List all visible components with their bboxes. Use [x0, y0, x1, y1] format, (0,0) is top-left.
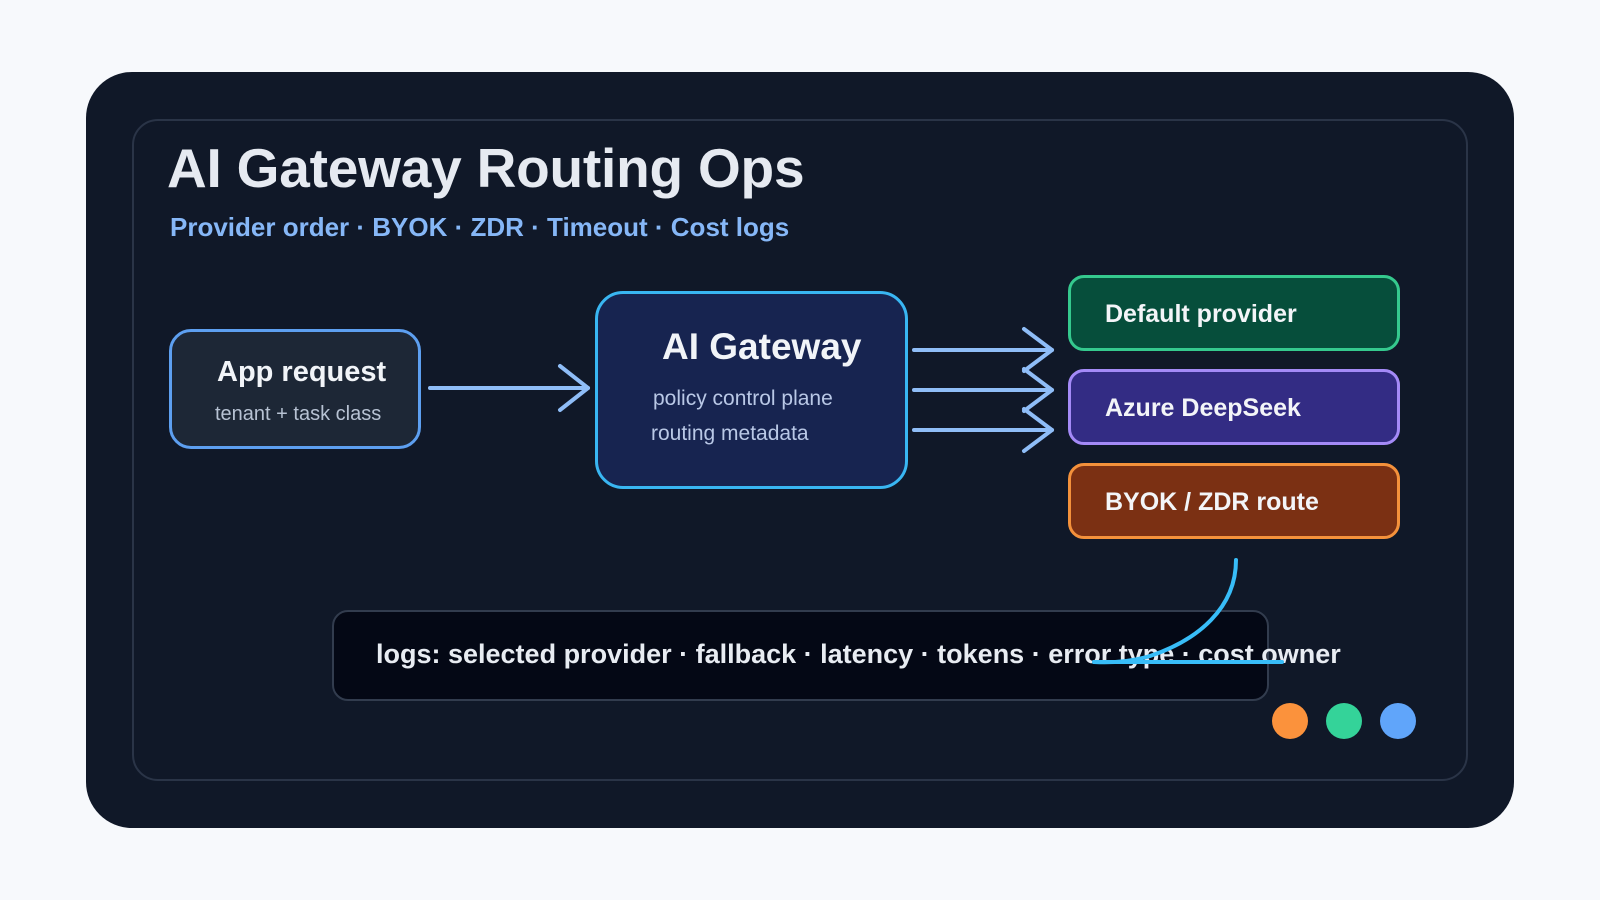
provider-label: Azure DeepSeek	[1105, 394, 1301, 422]
arrow-app-to-gateway	[428, 364, 590, 412]
app-request-sub: tenant + task class	[215, 403, 382, 425]
app-request-node: App request tenant + task class	[169, 329, 421, 449]
arrow-gateway-to-azure-deepseek	[912, 367, 1054, 413]
logs-panel	[332, 610, 1269, 701]
provider-node-byok-zdr: BYOK / ZDR route	[1068, 463, 1400, 539]
arrow-gateway-to-default-provider	[912, 327, 1054, 373]
status-dot-green	[1326, 703, 1362, 739]
provider-label: BYOK / ZDR route	[1105, 488, 1319, 516]
gateway-sub-line: policy control plane	[653, 387, 833, 410]
diagram-title: AI Gateway Routing Ops	[167, 137, 805, 199]
gateway-label: AI Gateway	[662, 326, 862, 367]
status-dot-blue	[1380, 703, 1416, 739]
arrow-gateway-to-byok-zdr	[912, 407, 1054, 453]
diagram-subtitle: Provider order · BYOK · ZDR · Timeout · …	[170, 212, 790, 242]
gateway-node: AI Gateway policy control plane routing …	[595, 291, 908, 489]
diagram-frame	[132, 119, 1468, 781]
app-request-label: App request	[217, 356, 387, 388]
provider-label: Default provider	[1105, 300, 1297, 328]
provider-node-azure-deepseek: Azure DeepSeek	[1068, 369, 1400, 445]
gateway-sub-line: routing metadata	[651, 422, 809, 445]
curve-byok-to-logs	[1092, 558, 1284, 665]
status-dot-orange	[1272, 703, 1308, 739]
provider-node-default: Default provider	[1068, 275, 1400, 351]
